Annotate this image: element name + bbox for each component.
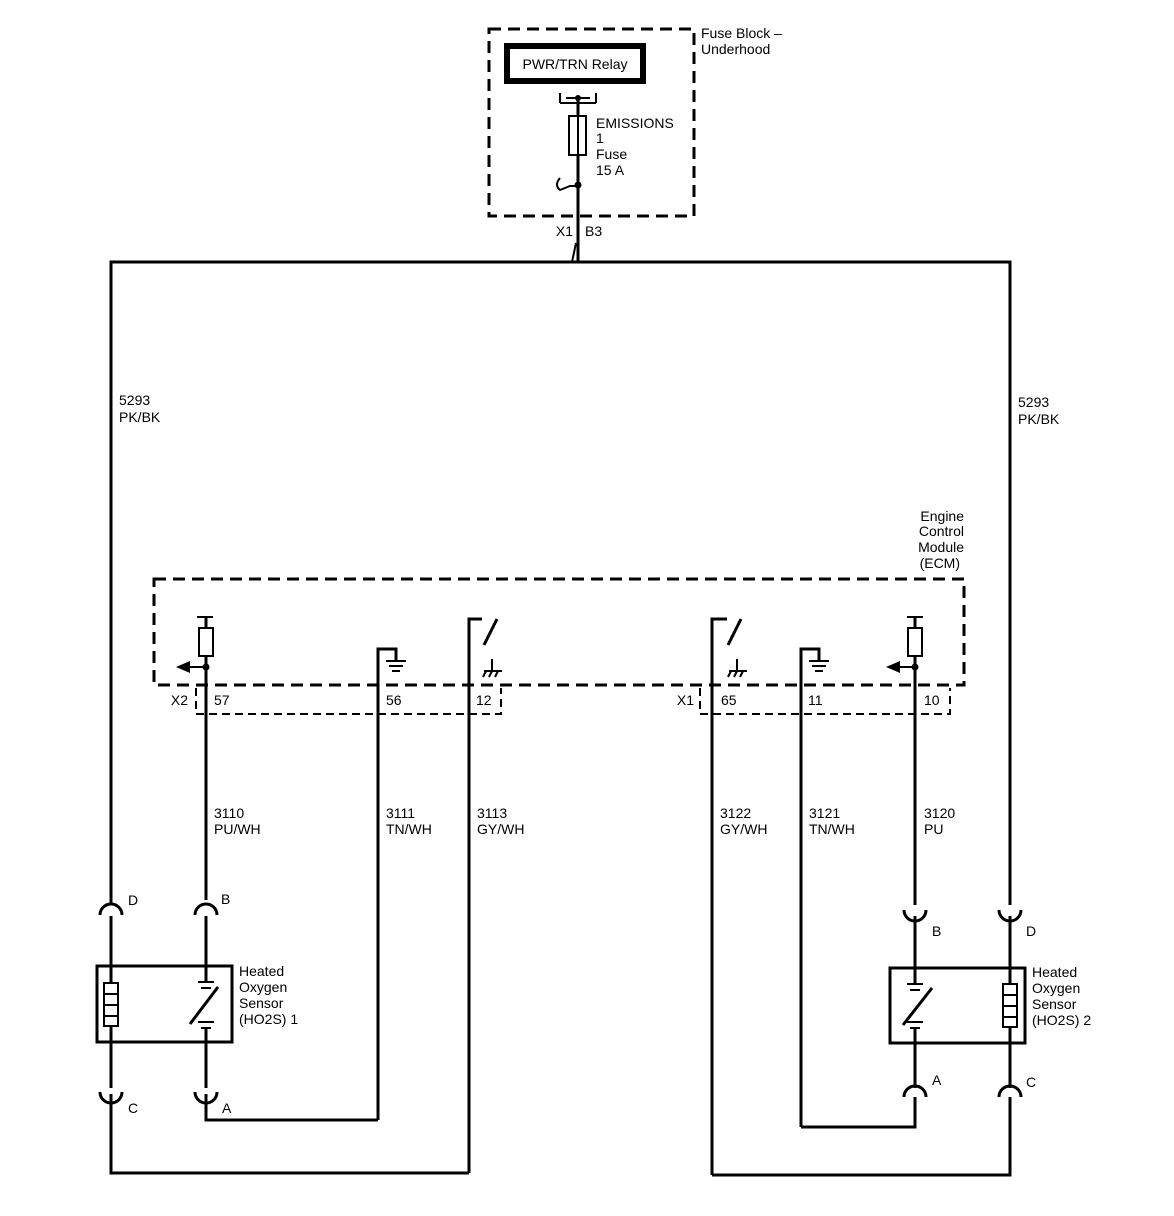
ho2s-1-body xyxy=(95,964,234,1044)
supply-left-color: PK/BK xyxy=(119,409,161,425)
fuse-block-title-1: Fuse Block – xyxy=(701,25,782,41)
ho2s-2-label-4: (HO2S) 2 xyxy=(1032,1012,1091,1028)
ecm-pin-10: 10 xyxy=(924,692,940,708)
ecm-title-1: Engine xyxy=(920,508,964,524)
wire-3111-circuit: 3111 xyxy=(386,805,415,821)
fuse-block-title-2: Underhood xyxy=(701,41,770,57)
ecm: Engine Control Module (ECM) X2 X1 57 56 … xyxy=(152,508,966,1175)
ecm-heater-driver-2 xyxy=(710,617,747,1175)
ecm-signal-reference-2 xyxy=(886,616,923,673)
connector-c-2 xyxy=(997,1084,1023,1098)
ecm-low-reference-2 xyxy=(799,647,829,1127)
wire-3111-color: TN/WH xyxy=(386,821,432,837)
wire-3113-color: GY/WH xyxy=(477,821,524,837)
fuse-block-outline xyxy=(487,27,696,218)
ecm-title-2: Control xyxy=(919,523,964,539)
terminal-d-2: D xyxy=(1026,923,1036,939)
ecm-pin-56: 56 xyxy=(386,692,402,708)
wire-3111-return xyxy=(204,1100,378,1122)
wire-3120-circuit: 3120 xyxy=(924,805,955,821)
ecm-pin-12: 12 xyxy=(476,692,492,708)
ecm-title-3: Module xyxy=(918,539,964,555)
fuse-block-pin: B3 xyxy=(585,223,602,239)
supply-right-circuit: 5293 xyxy=(1018,394,1049,410)
fuse-name-2: 1 xyxy=(596,130,604,146)
ho2s-1-label-3: Sensor xyxy=(239,995,284,1011)
wire-3121-color: TN/WH xyxy=(809,821,855,837)
fuse-block-connector: X1 xyxy=(556,223,573,239)
ecm-heater-driver-1 xyxy=(467,617,502,1173)
ho2s-1-label-1: Heated xyxy=(239,963,284,979)
ecm-pin-65: 65 xyxy=(721,692,737,708)
terminal-b-1: B xyxy=(221,891,230,907)
ecm-outline xyxy=(152,577,966,687)
ho2s-1-label-2: Oxygen xyxy=(239,979,287,995)
fuse-name-3: Fuse xyxy=(596,146,627,162)
relay-box xyxy=(504,43,646,84)
wire-3122-return xyxy=(712,1105,1012,1177)
wire-3122-circuit: 3122 xyxy=(720,805,751,821)
supply-wire-5293 xyxy=(109,260,1012,900)
wire-3110-color: PU/WH xyxy=(214,821,261,837)
ecm-connector-x2-outline xyxy=(195,688,502,715)
connector-b-1 xyxy=(193,902,219,916)
ecm-pin-11: 11 xyxy=(808,692,823,708)
ho2s-2-label-1: Heated xyxy=(1032,964,1077,980)
ecm-title-4: (ECM) xyxy=(920,555,960,571)
wire-3113-return xyxy=(109,1105,469,1175)
supply-left-circuit: 5293 xyxy=(119,392,150,408)
supply-right-color: PK/BK xyxy=(1018,411,1060,427)
wire-3113-circuit: 3113 xyxy=(477,805,507,821)
ecm-pin-57: 57 xyxy=(214,692,230,708)
fuse-block-terminal xyxy=(556,177,578,192)
ecm-connector-x2: X2 xyxy=(171,692,188,708)
relay-label: PWR/TRN Relay xyxy=(522,56,627,72)
terminal-a-2: A xyxy=(932,1072,942,1088)
supply-wiring: 5293 PK/BK 5293 PK/BK xyxy=(109,260,1060,900)
fuse-rating: 15 A xyxy=(596,162,625,178)
terminal-b-2: B xyxy=(932,923,941,939)
ho2s-1-label-4: (HO2S) 1 xyxy=(239,1011,298,1027)
sensor-wiring: 3110 PU/WH 3111 TN/WH 3113 GY/WH 3122 GY… xyxy=(109,667,1012,1177)
sensor-element-2 xyxy=(901,987,934,1026)
ho2s-2: B D Heated Oxygen Sensor (HO2S) 2 A C xyxy=(888,895,1091,1108)
terminal-c-1: C xyxy=(128,1100,138,1116)
wire-3120-color: PU xyxy=(924,821,943,837)
connector-d-1 xyxy=(98,902,124,916)
ho2s-2-label-2: Oxygen xyxy=(1032,980,1080,996)
terminal-d-1: D xyxy=(128,892,138,908)
ecm-low-reference-1 xyxy=(376,647,406,1120)
terminal-a-1: A xyxy=(222,1100,232,1116)
ecm-connector-x1: X1 xyxy=(677,692,694,708)
wire-3110-circuit: 3110 xyxy=(214,805,244,821)
terminal-c-2: C xyxy=(1026,1074,1036,1090)
wire-3122-color: GY/WH xyxy=(720,821,767,837)
ho2s-2-label-3: Sensor xyxy=(1032,996,1077,1012)
wire-3121-return xyxy=(801,1105,917,1129)
fuse-block: Fuse Block – Underhood PWR/TRN Relay EMI… xyxy=(487,25,782,263)
fuse-name-1: EMISSIONS xyxy=(596,115,674,131)
ecm-connector-x1-outline xyxy=(699,688,951,715)
ho2s-1: D B Heated Oxygen Sensor (HO2S) 1 C A xyxy=(95,891,298,1116)
connector-a-2 xyxy=(902,1084,928,1098)
ecm-signal-reference-1 xyxy=(176,616,214,673)
wire-3121-circuit: 3121 xyxy=(809,805,840,821)
sensor-element-1 xyxy=(188,986,220,1025)
